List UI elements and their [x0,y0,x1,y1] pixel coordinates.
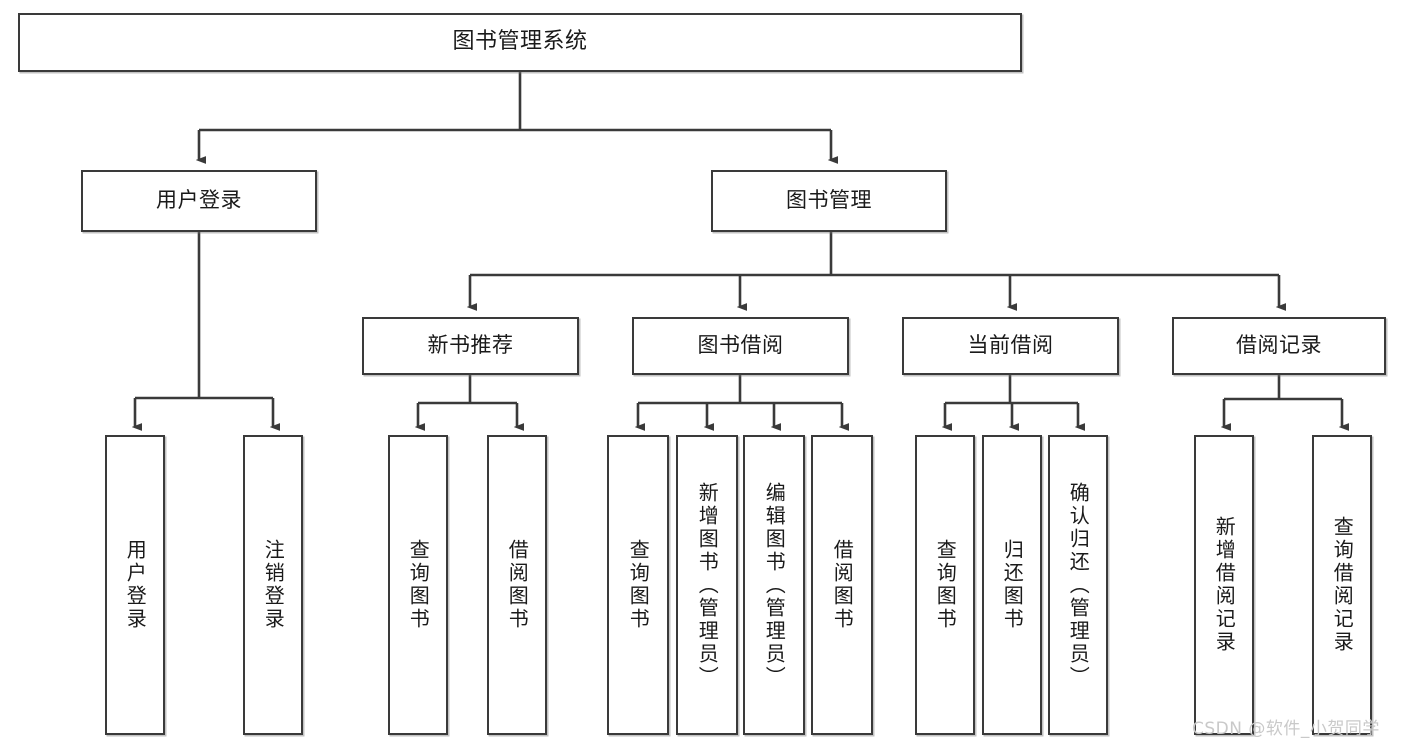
node-label: 新增借阅记录 [1212,516,1237,654]
node-label: 借阅记录 [1236,333,1322,358]
node-leaf-user-login[interactable]: 用户登录 [105,435,165,735]
node-label: 图书管理 [786,188,872,213]
node-leaf-borrow-book-recommend[interactable]: 借阅图书 [487,435,547,735]
node-label: 确认归还（管理员） [1066,481,1091,689]
node-new-book-recommend[interactable]: 新书推荐 [362,317,579,375]
node-leaf-edit-book-admin[interactable]: 编辑图书（管理员） [743,435,805,735]
node-label: 查询图书 [406,539,431,631]
node-label: 新增图书（管理员） [695,481,720,689]
node-label: 查询借阅记录 [1330,516,1355,654]
node-leaf-query-borrow-record[interactable]: 查询借阅记录 [1312,435,1372,735]
node-label: 查询图书 [626,539,651,631]
node-label: 借阅图书 [830,539,855,631]
node-leaf-add-borrow-record[interactable]: 新增借阅记录 [1194,435,1254,735]
node-label: 用户登录 [123,539,148,631]
node-book-borrow[interactable]: 图书借阅 [632,317,849,375]
node-leaf-query-book-borrow[interactable]: 查询图书 [607,435,669,735]
node-leaf-return-book[interactable]: 归还图书 [982,435,1042,735]
node-label: 当前借阅 [967,333,1054,358]
node-leaf-logout-login[interactable]: 注销登录 [243,435,303,735]
node-label: 查询图书 [933,539,958,631]
node-leaf-borrow-book[interactable]: 借阅图书 [811,435,873,735]
node-borrow-record[interactable]: 借阅记录 [1172,317,1386,375]
csdn-watermark: CSDN @软件_小贺同学 [1192,719,1380,739]
node-current-borrow[interactable]: 当前借阅 [902,317,1119,375]
node-book-management-system[interactable]: 图书管理系统 [18,13,1022,72]
node-label: 编辑图书（管理员） [762,481,787,689]
node-user-login[interactable]: 用户登录 [81,170,317,232]
node-label: 新书推荐 [427,333,514,358]
node-leaf-add-book-admin[interactable]: 新增图书（管理员） [676,435,738,735]
node-leaf-query-book-recommend[interactable]: 查询图书 [388,435,448,735]
node-label: 图书管理系统 [452,29,588,55]
node-label: 注销登录 [261,539,286,631]
node-leaf-query-book-current[interactable]: 查询图书 [915,435,975,735]
node-label: 用户登录 [156,188,242,213]
node-label: 归还图书 [1000,539,1025,631]
node-leaf-confirm-return-admin[interactable]: 确认归还（管理员） [1048,435,1108,735]
node-label: 借阅图书 [505,539,530,631]
node-book-management[interactable]: 图书管理 [711,170,947,232]
node-label: 图书借阅 [697,333,784,358]
